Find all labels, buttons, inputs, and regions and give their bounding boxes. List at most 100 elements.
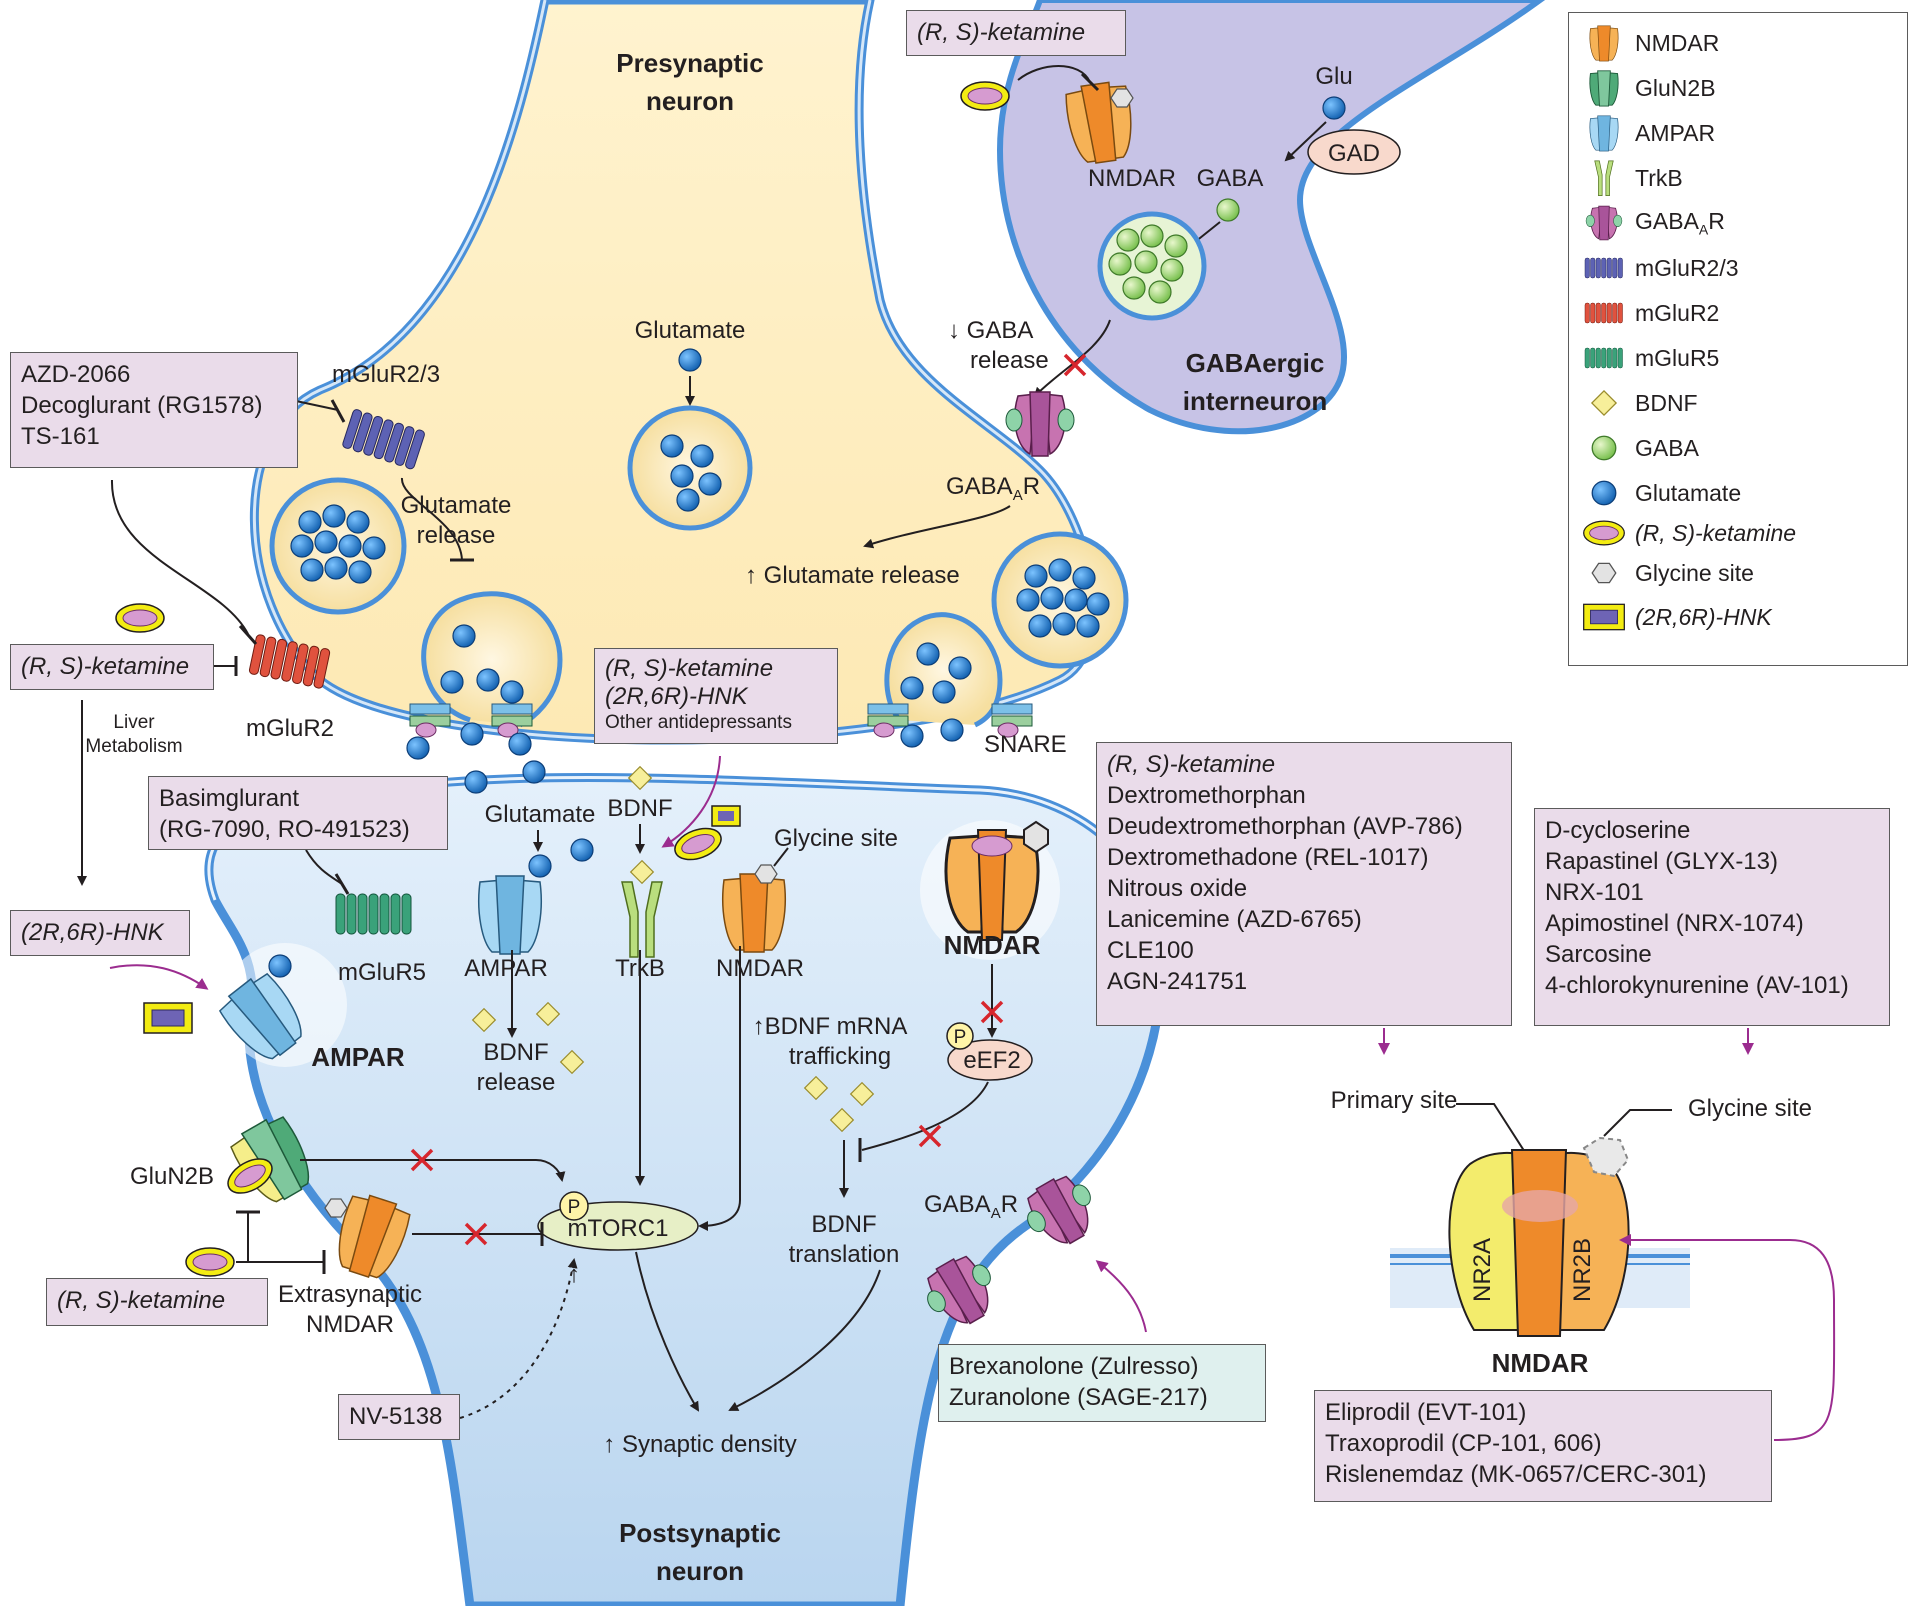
primary-drug: Nitrous oxide — [1107, 875, 1248, 902]
mtorc1-label: mTORC1 — [568, 1215, 669, 1242]
bdnf-mrna-label-2: trafficking — [789, 1043, 891, 1070]
mglu-drug-1: AZD-2066 — [21, 361, 131, 388]
primary-drug: Dextromethorphan — [1107, 782, 1306, 809]
nv5138-box: NV-5138 — [338, 1394, 460, 1440]
ketamine-icon — [1581, 513, 1627, 553]
ampar-glutamate — [528, 854, 552, 878]
legend-label: AMPAR — [1635, 119, 1716, 146]
mglu-drug-3: TS-161 — [21, 423, 100, 450]
mglur2-icon — [1581, 293, 1627, 333]
glu-label: Glu — [1315, 63, 1352, 90]
primary-drug: CLE100 — [1107, 937, 1194, 964]
bdnf-release-label-1: BDNF — [483, 1039, 548, 1066]
glycine-drug: 4-chlorokynurenine (AV-101) — [1545, 972, 1849, 999]
nr2b-drug: Rislenemdaz (MK-0657/CERC-301) — [1325, 1461, 1707, 1488]
nmdar-bold-icon — [944, 820, 1049, 941]
legend-label: (R, S)-ketamine — [1635, 519, 1797, 546]
legend-item-glun2b: GluN2B — [1581, 68, 1716, 108]
gaba-release-blocked-icon — [1063, 353, 1087, 377]
antidepressant-3: Other antidepressants — [605, 712, 792, 733]
glutamate-release-label-2: release — [417, 522, 496, 549]
snare-label: SNARE — [984, 731, 1067, 758]
nmdar-post-label: NMDAR — [716, 955, 804, 982]
ampar-icon — [477, 875, 543, 955]
nr2b-drug: Traxoprodil (CP-101, 606) — [1325, 1430, 1602, 1457]
mglur5-label: mGluR5 — [338, 959, 426, 986]
nmdar-post-icon — [721, 873, 787, 953]
nr2a-label: NR2A — [1469, 1238, 1496, 1302]
glycine-drug: Rapastinel (GLYX-13) — [1545, 848, 1778, 875]
bdnf-cleft-label: BDNF — [607, 795, 672, 822]
mglur23-drugs-box: AZD-2066 Decoglurant (RG1578) TS-161 — [10, 352, 298, 468]
ketamine-bottom-icon — [185, 1247, 235, 1277]
glutamate-dot-icon — [1581, 473, 1627, 513]
mglur5-icon — [335, 893, 412, 935]
neurosteroid-box: Brexanolone (Zulresso) Zuranolone (SAGE-… — [938, 1344, 1266, 1422]
legend-label: mGluR5 — [1635, 344, 1720, 371]
synaptic-density-label: ↑ Synaptic density — [603, 1431, 796, 1458]
primary-drug: AGN-241751 — [1107, 968, 1248, 995]
presynaptic-title-1: Presynaptic — [616, 48, 763, 78]
trkb-icon — [1581, 158, 1627, 198]
glycine-drug: Apimostinel (NRX-1074) — [1545, 910, 1804, 937]
legend-item-ketamine: (R, S)-ketamine — [1581, 513, 1796, 553]
legend-label: NMDAR — [1635, 29, 1720, 56]
glutamate-cleft-label: Glutamate — [485, 801, 596, 828]
nr2b-label: NR2B — [1569, 1238, 1596, 1302]
legend-label: mGluR2/3 — [1635, 254, 1739, 281]
ketamine-bottom-box: (R, S)-ketamine — [46, 1278, 268, 1326]
glycine-hexagon-icon — [1581, 553, 1627, 593]
glycine-site-drugs-box: D-cycloserine Rapastinel (GLYX-13) NRX-1… — [1534, 808, 1890, 1026]
legend-label: GABA — [1635, 434, 1699, 461]
glycine-site-right-label: Glycine site — [1688, 1095, 1812, 1122]
glycine-drug: D-cycloserine — [1545, 817, 1691, 844]
mglu-drug-2: Decoglurant (RG1578) — [21, 392, 263, 419]
legend-item-mglur2: mGluR2 — [1581, 293, 1719, 333]
presynaptic-title-2: neuron — [646, 86, 734, 116]
legend-item-trkb: TrkB — [1581, 158, 1683, 198]
legend-item-glutamate: Glutamate — [1581, 473, 1741, 513]
eef2-label: eEF2 — [963, 1047, 1020, 1074]
glycine-site-label: Glycine site — [774, 825, 898, 852]
interneuron-title-2: interneuron — [1183, 386, 1327, 416]
glycine-drug: Sarcosine — [1545, 941, 1652, 968]
nmdar-subunit-schematic — [1448, 1136, 1630, 1337]
ketamine-left-text: (R, S)-ketamine — [21, 653, 190, 680]
legend-item-mglur5: mGluR5 — [1581, 338, 1719, 378]
ampar-bound-glutamate — [268, 954, 292, 978]
extrasynaptic-label-2: NMDAR — [306, 1311, 394, 1338]
postsynaptic-title-2: neuron — [656, 1556, 744, 1586]
legend-label: BDNF — [1635, 389, 1698, 416]
gaba-release-label-2: release — [970, 347, 1049, 374]
mglur2-label: mGluR2 — [246, 715, 334, 742]
hnk-box: (2R,6R)-HNK — [10, 910, 190, 956]
bdnf-release-label-2: release — [477, 1069, 556, 1096]
extrasynaptic-label-1: Extrasynaptic — [278, 1281, 422, 1308]
gaba-dot-icon — [1581, 428, 1627, 468]
bdnf-diamond-icon — [1581, 383, 1627, 423]
glycine-drug: NRX-101 — [1545, 879, 1644, 906]
glun2b-icon — [1581, 68, 1627, 108]
ketamine-top-icon — [960, 81, 1010, 111]
legend-item-gaba: GABA — [1581, 428, 1699, 468]
liver-label-2: Metabolism — [85, 736, 182, 757]
gaba-release-label-1: ↓ GABA — [948, 317, 1033, 344]
primary-drug: (R, S)-ketamine — [1107, 751, 1276, 778]
glu-dot-icon — [1322, 96, 1346, 120]
hnk-icon — [1581, 597, 1627, 637]
gabaar-post-label: GABAAR — [924, 1191, 1018, 1222]
glun2b-label: GluN2B — [130, 1163, 214, 1190]
postsynaptic-title-1: Postsynaptic — [619, 1518, 781, 1548]
legend-item-ampar: AMPAR — [1581, 113, 1715, 153]
nmdar-interneuron-label: NMDAR — [1088, 165, 1176, 192]
ketamine-top-text: (R, S)-ketamine — [917, 19, 1086, 46]
mglur5-icon — [1581, 338, 1627, 378]
legend-item-nmdar: NMDAR — [1581, 23, 1719, 63]
legend-label: Glycine site — [1635, 559, 1754, 586]
legend-label: GABAAR — [1635, 208, 1725, 238]
primary-drug: Dextromethadone (REL-1017) — [1107, 844, 1429, 871]
hnk-left-icon — [143, 1002, 193, 1034]
snare-complex-icon — [409, 703, 451, 738]
mglur23-icon — [1581, 248, 1627, 288]
basimglurant-box: Basimglurant (RG-7090, RO-491523) — [148, 776, 448, 850]
